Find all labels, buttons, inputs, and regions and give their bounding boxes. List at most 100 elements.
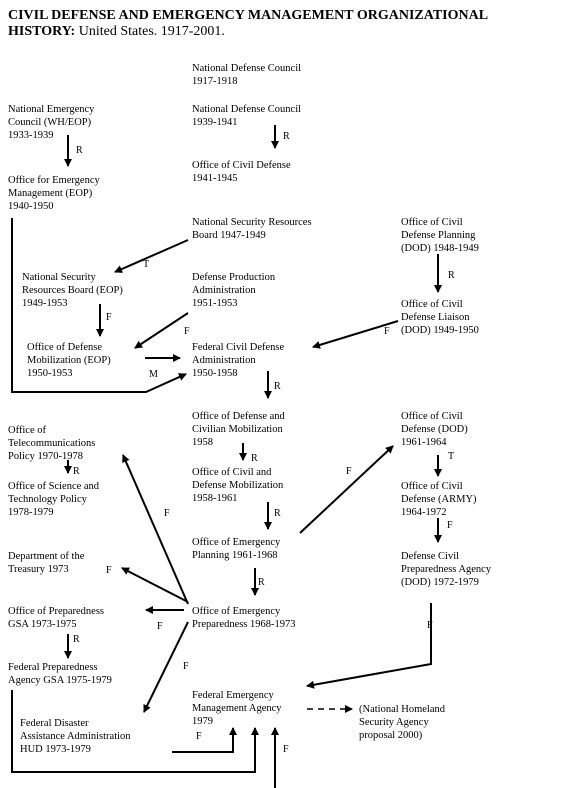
node-label: Office of — [8, 425, 46, 436]
node-label: Agency GSA 1975-1979 — [8, 675, 112, 686]
node-years: 1958-1961 — [192, 493, 238, 504]
node-label: Office of Emergency — [192, 537, 281, 548]
node-label: Defense Civil — [401, 551, 460, 562]
edge-label: R — [251, 453, 258, 464]
node-years: 1950-1953 — [27, 368, 73, 379]
edge-label: F — [283, 744, 289, 755]
node-label: Preparedness Agency — [401, 564, 492, 575]
edge-label: R — [73, 466, 80, 477]
node-office-of-preparedness-gsa: Office of Preparedness GSA 1973-1975 — [8, 605, 104, 631]
node-office-of-civil-defense: Office of Civil Defense 1941-1945 — [192, 159, 291, 185]
node-years: (DOD) 1948-1949 — [401, 243, 479, 254]
node-office-of-civil-and-defense-mobilization: Office of Civil and Defense Mobilization… — [192, 466, 283, 505]
node-label: Office of Science and — [8, 481, 100, 492]
node-years: 1958 — [192, 437, 213, 448]
node-office-of-defense-mobilization: Office of Defense Mobilization (EOP) 195… — [27, 341, 111, 380]
edge-label: F — [447, 520, 453, 531]
arrow-oep-to-otp — [122, 454, 189, 605]
arrow-oep-to-treasury — [121, 567, 189, 603]
edge-label: R — [76, 145, 83, 156]
node-label: Management (EOP) — [8, 188, 93, 199]
node-years: 1949-1953 — [22, 298, 68, 309]
node-label: Federal Emergency — [192, 690, 274, 701]
node-office-of-civil-defense-army: Office of Civil Defense (ARMY) 1964-1972 — [401, 480, 477, 519]
node-office-of-defense-and-civilian-mobilization: Office of Defense and Civilian Mobilizat… — [192, 410, 285, 449]
edge-label: F — [384, 326, 390, 337]
node-label: Security Agency — [359, 717, 429, 728]
node-label: Assistance Administration — [20, 731, 131, 742]
node-office-of-civil-defense-dod: Office of Civil Defense (DOD) 1961-1964 — [401, 410, 468, 449]
node-label: proposal 2000) — [359, 730, 423, 741]
node-label: (National Homeland — [359, 704, 446, 715]
edge-label: F — [157, 621, 163, 632]
node-label: National Defense Council — [192, 63, 302, 74]
node-department-of-the-treasury: Department of the Treasury 1973 — [8, 550, 84, 576]
page-title: CIVIL DEFENSE AND EMERGENCY MANAGEMENT O… — [8, 8, 558, 40]
node-label: Preparedness 1968-1973 — [192, 619, 296, 630]
edge-label: F — [184, 326, 190, 337]
node-nsrb-1947: National Security Resources Board 1947-1… — [192, 216, 312, 242]
node-national-homeland-security-agency: (National Homeland Security Agency propo… — [359, 703, 445, 742]
node-label: Mobilization (EOP) — [27, 355, 111, 366]
arrow-oep-to-ocd — [299, 445, 394, 534]
node-label: National Security Resources — [192, 217, 312, 228]
node-label: Defense (DOD) — [401, 424, 468, 435]
node-label: Defense (ARMY) — [401, 494, 477, 505]
node-office-of-telecommunications-policy: Office of Telecommunications Policy 1970… — [8, 424, 95, 463]
node-years: (DOD) 1949-1950 — [401, 325, 479, 336]
arrow-oep-to-fdaa — [143, 621, 189, 713]
node-years: 1961-1964 — [401, 437, 447, 448]
arrow-dcpa-to-fema — [306, 603, 432, 689]
title-history: HISTORY: — [8, 24, 76, 39]
node-office-of-emergency-preparedness: Office of Emergency Preparedness 1968-19… — [192, 605, 296, 631]
edge-label: R — [258, 577, 265, 588]
node-years: Policy 1970-1978 — [8, 451, 83, 462]
node-years: 1964-1972 — [401, 507, 447, 518]
arrow-ofem-to-fcda — [11, 218, 187, 393]
node-label: Administration — [192, 285, 256, 296]
node-label: Defense Liaison — [401, 312, 470, 323]
edge-label: F — [164, 508, 170, 519]
node-national-defense-council-1939: National Defense Council 1939-1941 — [192, 103, 301, 129]
node-label: Civilian Mobilization — [192, 424, 283, 435]
node-label: Federal Preparedness — [8, 662, 98, 673]
node-label: Office of Civil — [401, 411, 463, 422]
node-label: Office of Civil — [401, 299, 463, 310]
edge-label: M — [149, 369, 158, 380]
node-label: Council (WH/EOP) — [8, 117, 92, 128]
node-national-emergency-council: National Emergency Council (WH/EOP) 1933… — [8, 103, 94, 142]
node-defense-production-administration: Defense Production Administration 1951-1… — [192, 271, 275, 310]
node-label: Office of Defense — [27, 342, 103, 353]
node-label: National Emergency — [8, 104, 95, 115]
node-national-defense-council-1917: National Defense Council 1917-1918 — [192, 62, 301, 88]
node-office-for-emergency-management: Office for Emergency Management (EOP) 19… — [8, 174, 100, 213]
node-label: Planning 1961-1968 — [192, 550, 278, 561]
node-label: Federal Civil Defense — [192, 342, 285, 353]
node-label: Department of the — [8, 551, 85, 562]
edge-label: F — [106, 565, 112, 576]
node-label: Defense Mobilization — [192, 480, 284, 491]
node-label: Treasury 1973 — [8, 564, 69, 575]
node-label: National Defense Council — [192, 104, 302, 115]
arrow-fpa-to-fema — [11, 690, 259, 773]
edge-label: F — [106, 312, 112, 323]
node-federal-preparedness-agency: Federal Preparedness Agency GSA 1975-197… — [8, 661, 112, 687]
edge-label: F — [196, 731, 202, 742]
node-office-of-science-and-technology-policy: Office of Science and Technology Policy … — [8, 480, 99, 519]
node-fema: Federal Emergency Management Agency 1979 — [192, 689, 282, 728]
arrow-dpa-to-odm — [134, 312, 189, 349]
arrow-nsrb-to-nsrb — [114, 239, 189, 273]
node-years: 1940-1950 — [8, 201, 54, 212]
node-office-of-emergency-planning: Office of Emergency Planning 1961-1968 — [192, 536, 280, 562]
node-years: 1933-1939 — [8, 130, 54, 141]
edge-label: R — [274, 508, 281, 519]
node-label: Defense Production — [192, 272, 276, 283]
node-label: Federal Disaster — [20, 718, 89, 729]
node-years: 1979 — [192, 716, 213, 727]
node-office-of-civil-defense-liaison: Office of Civil Defense Liaison (DOD) 19… — [401, 298, 479, 337]
edge-label: R — [73, 634, 80, 645]
arrow-ocdl-to-fcda — [312, 320, 399, 349]
arrow-fdaa-to-fema — [172, 727, 237, 753]
node-years: (DOD) 1972-1979 — [401, 577, 479, 588]
node-label: Office of Civil — [401, 217, 463, 228]
